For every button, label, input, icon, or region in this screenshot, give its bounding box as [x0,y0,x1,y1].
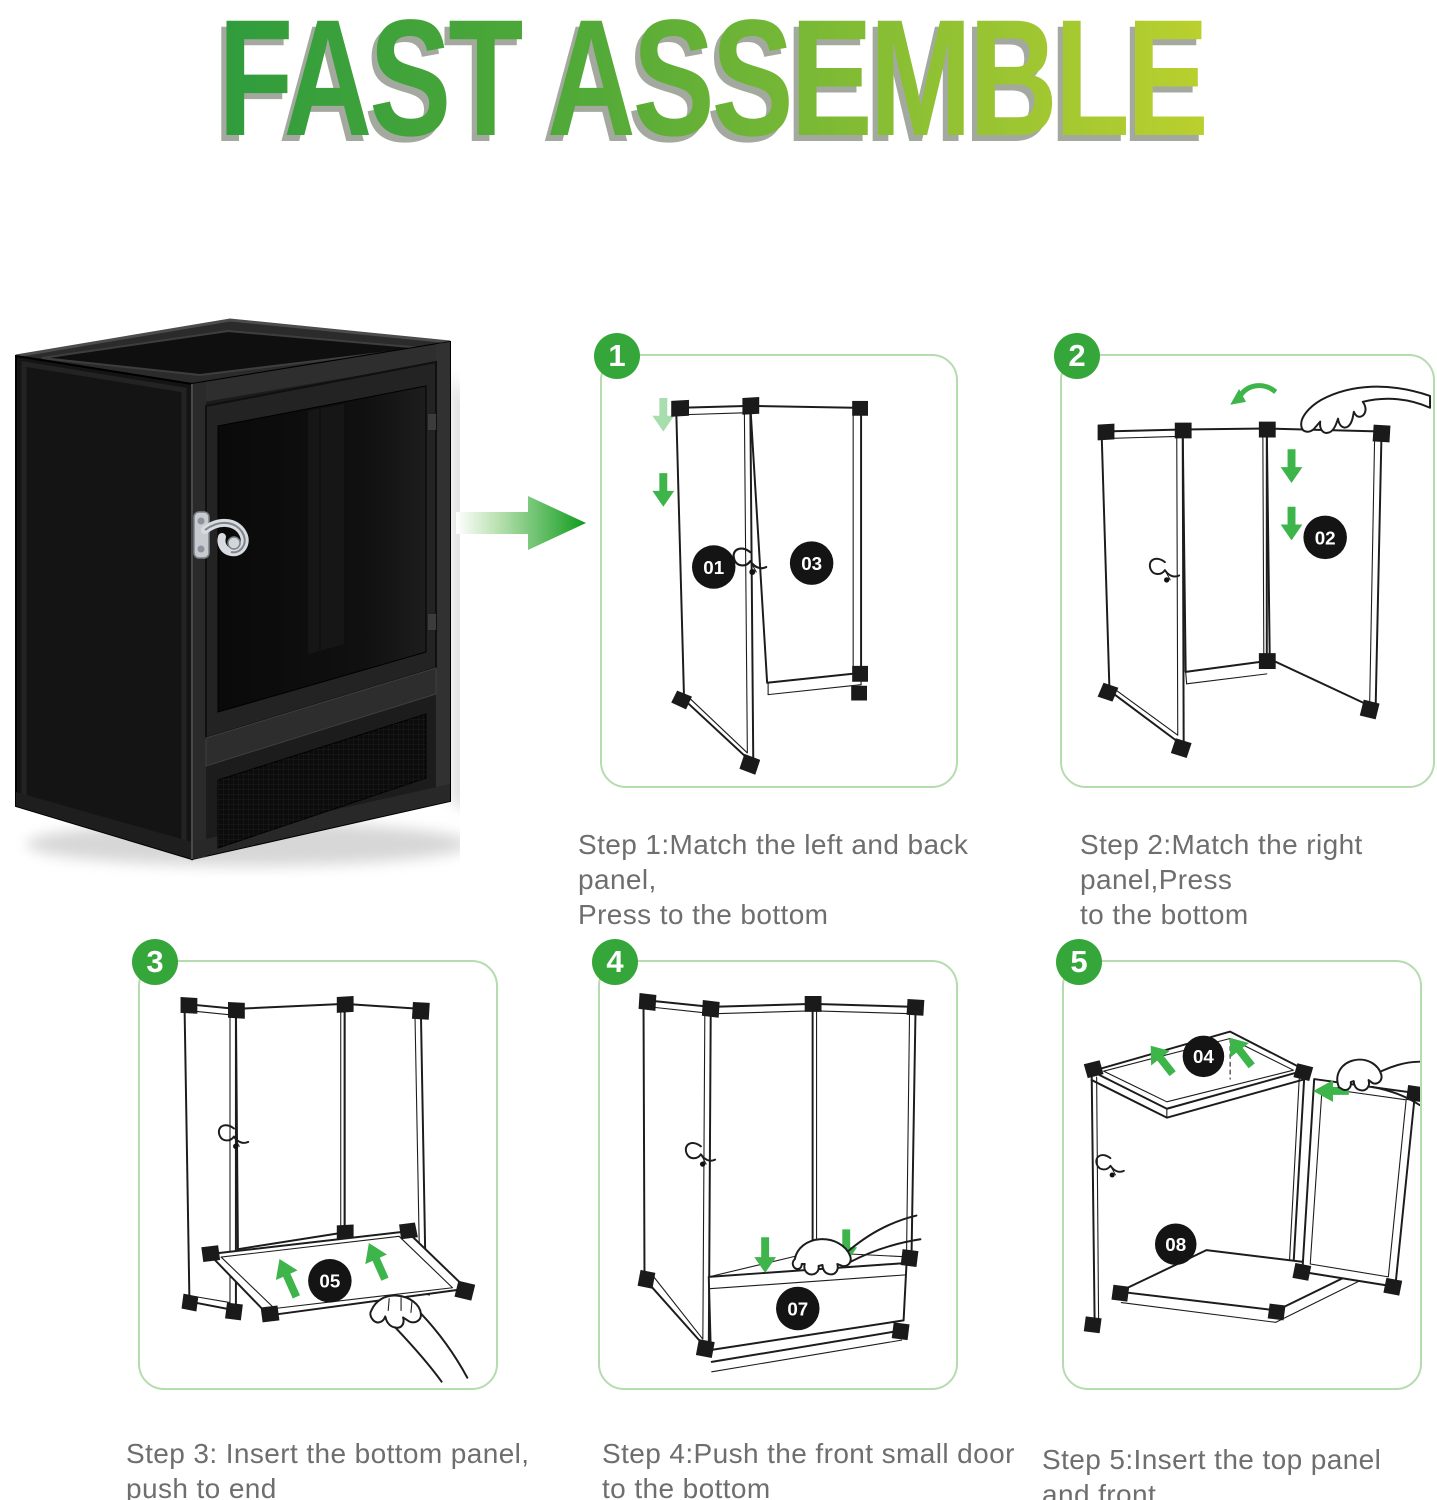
latch-icon [217,1124,250,1149]
step-3-caption: Step 3: Insert the bottom panel, push to… [126,1438,530,1500]
step-3-diagram: 05 [180,996,476,1383]
svg-text:08: 08 [1165,1234,1186,1255]
right-arrow-icon [456,496,586,550]
step-number-badge: 3 [132,939,178,985]
hand-grab-icon [369,1294,422,1329]
up-arrow-icon [1229,1037,1255,1069]
part-badge: 04 [1182,1035,1225,1078]
door-divider-bar [205,667,437,767]
latch-icon [1095,1154,1125,1178]
up-arrow-icon [275,1258,300,1299]
part-badge: 02 [1303,515,1347,560]
step-3-panel: 05 [138,960,498,1390]
step-1-diagram: 01 03 [652,396,868,775]
step-2-panel: 02 [1060,354,1435,788]
curved-arrow-icon [1238,383,1278,398]
step-number-badge: 4 [592,939,638,985]
part-badge: 03 [789,541,834,585]
hand-push-icon [791,1238,852,1276]
part-badge: 05 [308,1259,352,1303]
step-number-badge: 1 [594,333,640,379]
svg-text:03: 03 [801,553,822,574]
down-arrow-icon [652,473,675,507]
step-5-caption: Step 5:Insert the top panel and front do… [1042,1444,1382,1500]
latch-icon [732,547,768,575]
step-card-1: 1 [594,333,958,788]
latch-icon [684,1142,717,1167]
up-arrow-icon [1150,1045,1176,1077]
step-4-panel: 07 [598,960,958,1390]
step-4-caption: Step 4:Push the front small door to the … [602,1438,1015,1500]
left-panel [15,354,193,861]
step-2-caption: Step 2:Match the right panel,Press to th… [1080,829,1363,930]
step-card-2: 2 [1054,333,1435,788]
page-title-shadow: FAST ASSEMBLE [213,2,1200,160]
svg-text:04: 04 [1193,1046,1214,1067]
svg-text:01: 01 [703,557,724,578]
product-terrarium-image [15,318,460,866]
step-1-panel: 01 03 [600,354,958,788]
hand-press-icon [1300,385,1432,434]
page-title: FAST ASSEMBLE FAST ASSEMBLE [213,2,1209,160]
svg-text:05: 05 [319,1271,340,1292]
step-card-4: 4 [592,939,958,1390]
part-badge: 07 [776,1286,820,1331]
step-card-3: 3 [132,939,498,1390]
svg-text:02: 02 [1315,527,1336,548]
svg-text:07: 07 [787,1298,808,1319]
down-arrow-icon [1280,449,1303,483]
step-5-panel: 08 [1062,960,1422,1390]
down-arrow-icon [652,397,675,432]
step-number-badge: 5 [1056,939,1102,985]
step-number-badge: 2 [1054,333,1100,379]
part-badge: 08 [1154,1223,1197,1265]
step-5-diagram: 08 [1083,1030,1420,1334]
down-arrow-icon [754,1237,777,1273]
latch-icon [1148,557,1181,583]
door-latch-icon [193,511,249,559]
part-badge: 01 [691,545,736,589]
step-card-5: 5 08 [1056,939,1422,1390]
page-title-text: FAST ASSEMBLE [218,2,1205,160]
down-arrow-icon [1280,506,1303,541]
left-arrow-icon [1313,1080,1349,1102]
up-arrow-icon [365,1243,389,1281]
step-2-diagram: 02 [1097,383,1432,758]
step-4-diagram: 07 [637,993,925,1373]
hand-hold-icon [1336,1058,1383,1092]
step-1-caption: Step 1:Match the left and back panel, Pr… [578,829,969,930]
